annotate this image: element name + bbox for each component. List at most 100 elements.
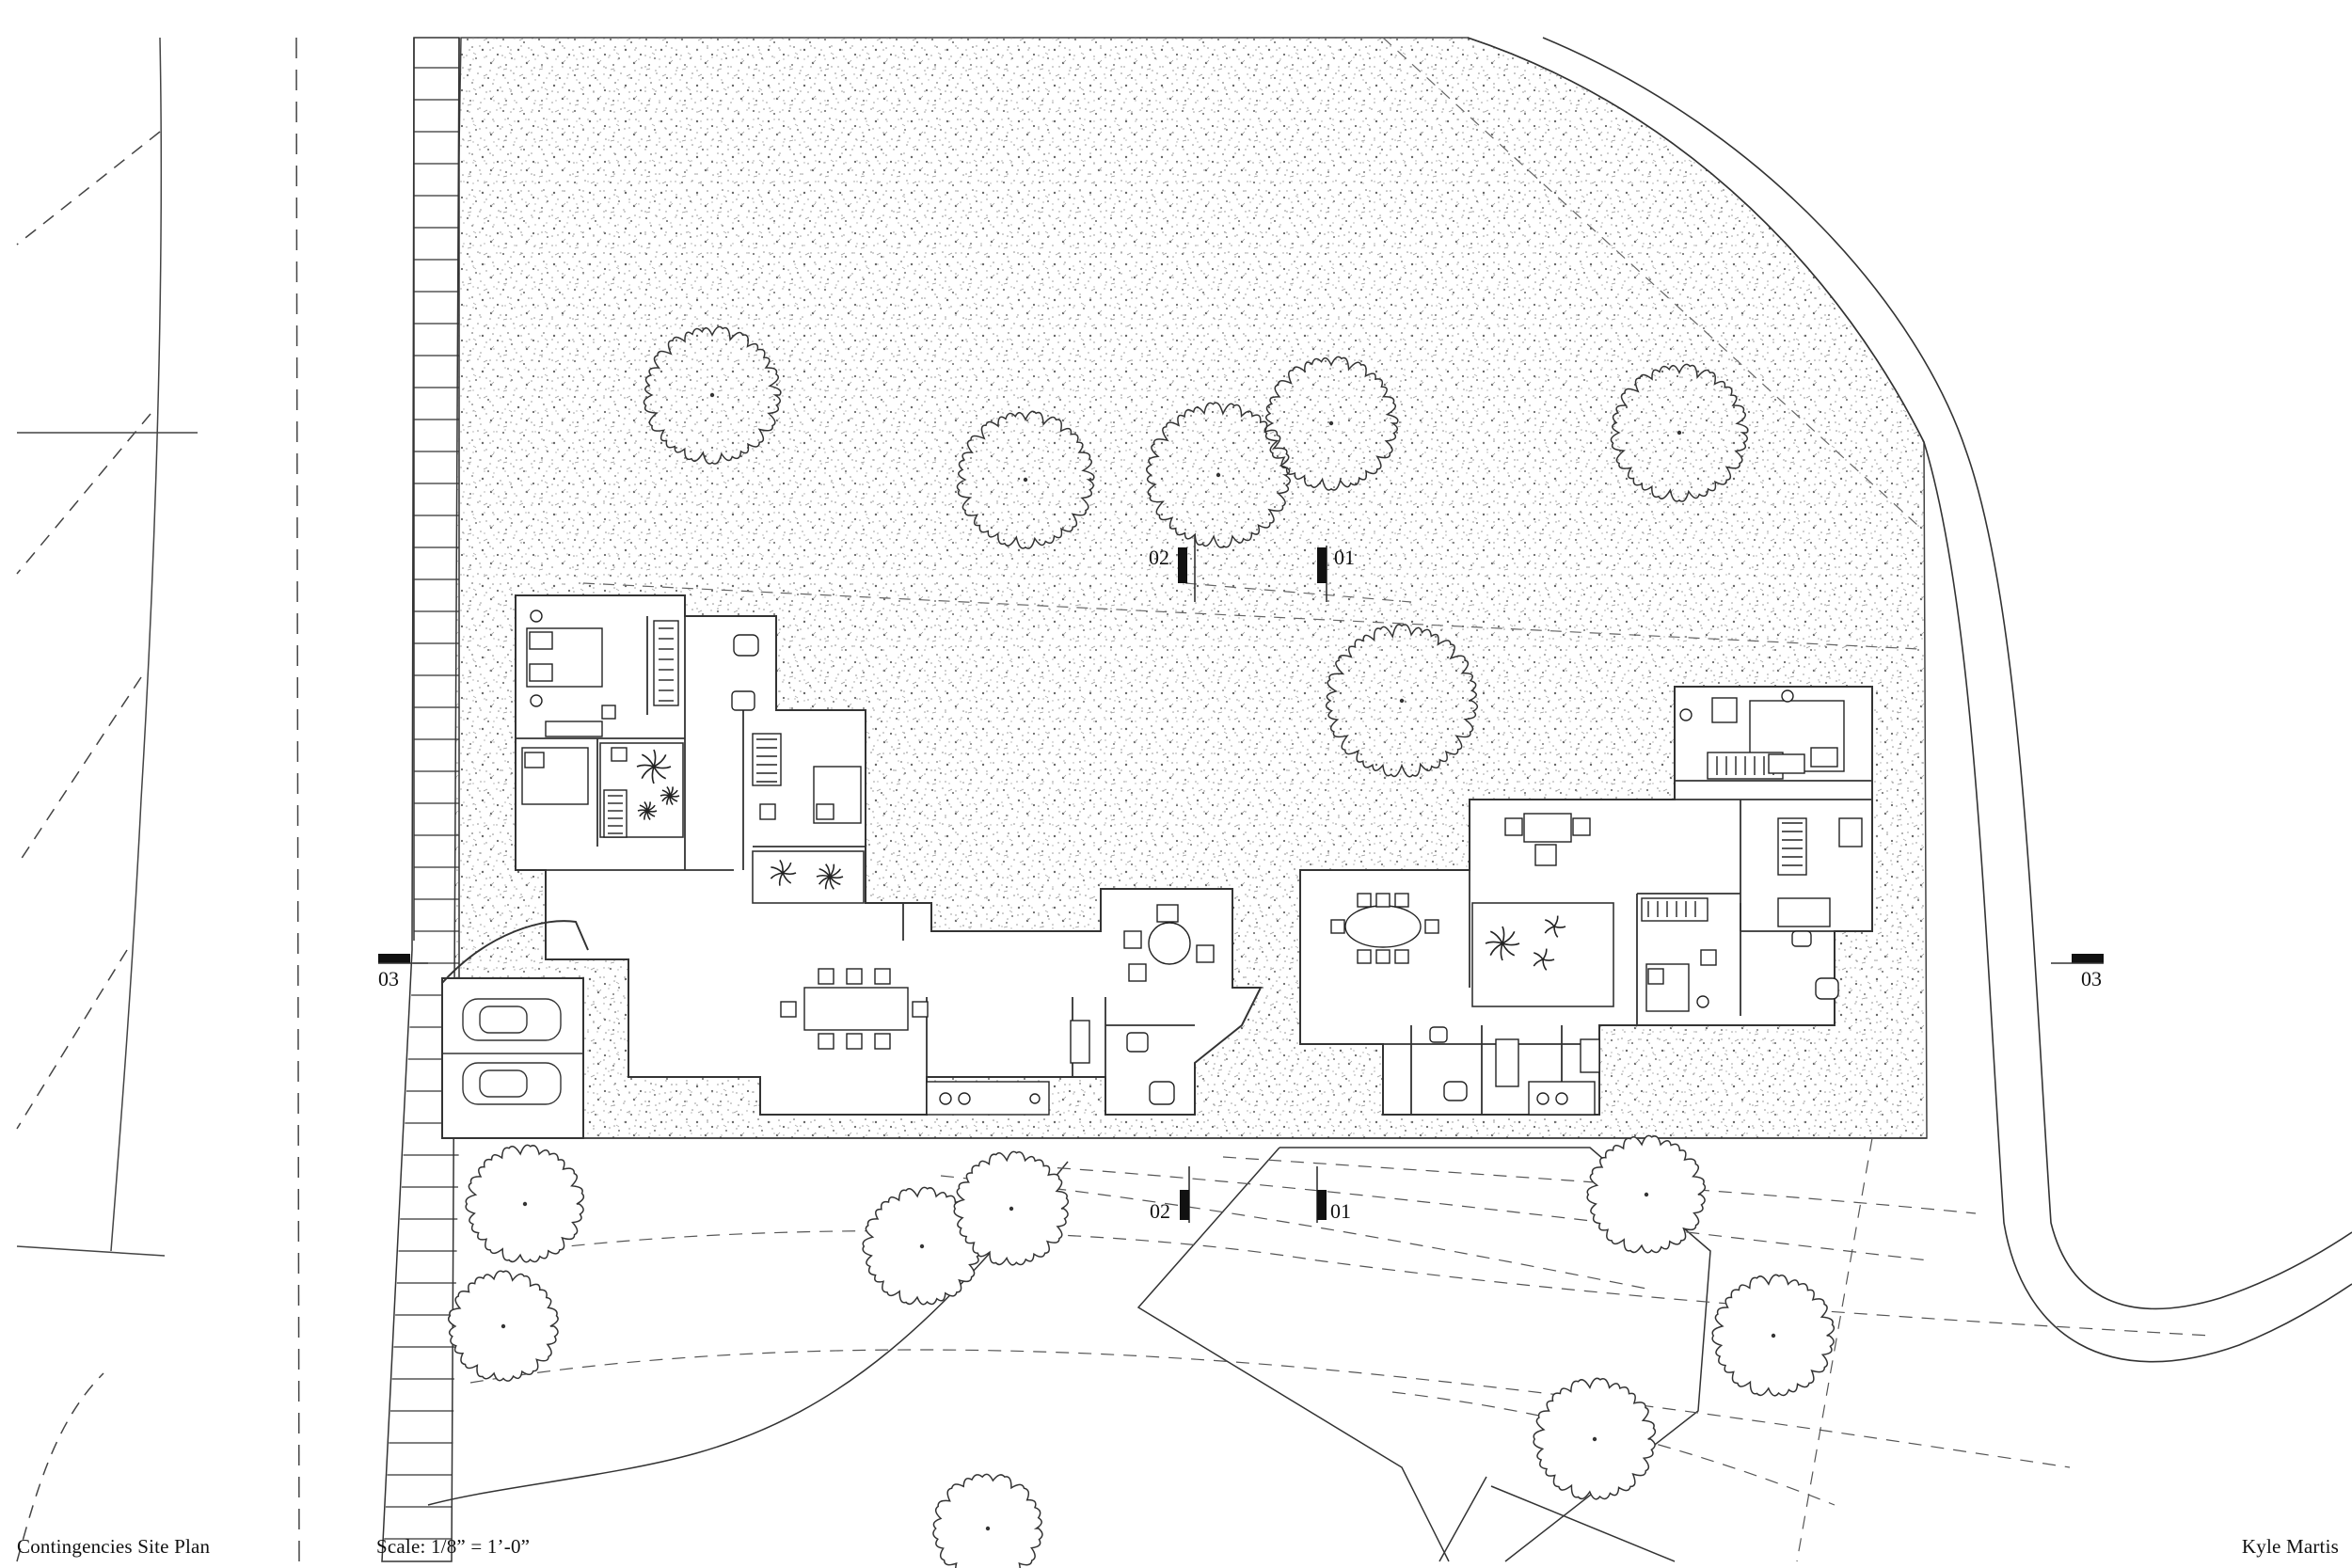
sink [1580,1038,1600,1073]
east-courtyard-planter [1471,902,1614,1007]
tree-trunk [1009,1206,1014,1212]
pillow [524,752,545,768]
plant [1553,915,1559,927]
plant [1534,952,1544,960]
section-mark-right-03: 03 [2051,954,2104,990]
chair [1196,944,1215,963]
chair [759,803,776,820]
plant [1502,926,1505,944]
drawing-author: Kyle Martis [2241,1535,2339,1558]
toilet [1149,1081,1175,1105]
chair [1357,893,1372,908]
chair [1394,893,1409,908]
tree-trunk [1023,477,1028,483]
tree-canopy [1263,356,1399,491]
chair [1375,893,1391,908]
lamp [1679,708,1692,721]
section-mark-top-02: 02 [1149,536,1196,602]
plant [825,863,831,878]
plant [641,753,655,768]
plant [782,872,797,876]
section-mark-bottom-01: 01 [1316,1166,1351,1223]
plant [651,766,655,784]
drawing-scale: Scale: 1/8” = 1’-0” [376,1535,531,1558]
burner [1555,1092,1568,1105]
tree-canopy [1145,402,1291,548]
chair [1534,844,1557,866]
tree-trunk [1644,1192,1649,1197]
plant [653,753,667,768]
toilet [1815,977,1839,1000]
plant [1485,941,1503,944]
section-mark-top-01: 01 [1317,546,1355,602]
plant [1553,926,1559,938]
plant [636,764,655,768]
plant [1489,942,1503,957]
chair [1123,930,1142,949]
chair [912,1001,929,1018]
plant [829,863,835,878]
tree-trunk [1399,698,1405,704]
toilet [733,634,759,657]
chair [1572,817,1591,836]
wardrobe [1777,817,1807,876]
toilet [1443,1081,1468,1101]
plant [1542,958,1555,961]
plant [779,859,784,874]
plant [646,804,656,812]
chair [818,1033,834,1050]
pillow [1810,747,1838,768]
plant [829,876,841,886]
plant [778,872,784,886]
plant [1544,926,1555,934]
chair [601,705,616,720]
tree-trunk [1677,430,1682,436]
lamp [1781,689,1794,703]
plant [653,766,667,780]
plant [824,876,831,890]
tree-trunk [1328,420,1334,426]
section-label-bottom-02: 02 [1150,1199,1170,1223]
plant [770,872,784,879]
chair [846,1033,863,1050]
armchair [1711,697,1738,723]
section-label-top-02: 02 [1149,546,1169,569]
west-planter-2 [752,850,865,904]
plant [669,789,678,797]
plant [1502,942,1516,957]
plant [1502,930,1516,944]
chair [874,1033,891,1050]
tree-canopy [643,325,782,465]
trees-layer [447,325,1836,1568]
sink [1429,1026,1448,1043]
plant [829,876,834,890]
tree-trunk [1592,1436,1597,1442]
plant [653,749,657,768]
tree-trunk [522,1201,528,1207]
tree-trunk [919,1243,925,1249]
chair [1375,949,1391,964]
tree-trunk [985,1526,991,1531]
pillow [529,631,553,650]
tree-trunk [1771,1333,1776,1338]
chair [1424,919,1439,934]
chair [611,747,628,762]
fridge [1495,1038,1519,1087]
chair [1128,963,1147,982]
right-road-curve [1467,37,2352,1363]
plant [1542,948,1548,960]
chair [1330,919,1345,934]
tree-canopy [1610,363,1749,502]
tree-trunk [709,392,715,398]
drawing-title: Contingencies Site Plan [17,1535,211,1558]
wardrobe [603,789,628,838]
sidewalk-pavers [381,37,460,1562]
chair [1394,949,1409,964]
chair [1838,817,1863,847]
pillow [1647,968,1664,985]
pillow [816,803,834,820]
tree-canopy [956,410,1095,549]
section-marks: 02 01 02 01 03 03 [378,536,2104,1223]
pillow [529,663,553,682]
house-west-wing [515,594,1263,1116]
